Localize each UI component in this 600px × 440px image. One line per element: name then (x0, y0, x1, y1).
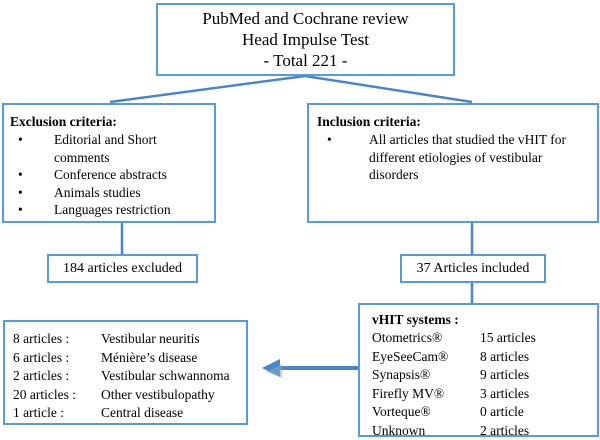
vhit-systems-title: vHIT systems : (372, 312, 459, 327)
included-count-box: 37 Articles included (400, 254, 546, 283)
inclusion-criteria-box: Inclusion criteria: • All articles that … (307, 103, 599, 223)
exclusion-criteria-box: Exclusion criteria: • Editorial and Shor… (2, 103, 216, 223)
diagnosis-count: 8 articles : (13, 331, 70, 346)
table-row: Vorteque® 0 article (372, 403, 593, 422)
bullet-icon: • (18, 202, 23, 217)
table-row: Unknown 2 articles (372, 422, 593, 440)
list-item-label: Animals studies (54, 184, 141, 200)
vhit-system-count: 8 articles (480, 348, 530, 364)
exclusion-criteria-list: • Editorial and Short comments • Confere… (10, 131, 208, 219)
vhit-system-count: 2 articles (480, 422, 530, 438)
list-item: • All articles that studied the vHIT for… (317, 131, 591, 184)
diagnoses-box: 8 articles : Vestibular neuritis 6 artic… (3, 320, 248, 425)
list-item: • Conference abstracts (10, 166, 208, 184)
table-row: Otometrics® 15 articles (372, 329, 593, 348)
excluded-count-box: 184 articles excluded (47, 254, 198, 283)
list-item: • Animals studies (10, 184, 208, 202)
diagnosis-label: Vestibular schwannoma (101, 368, 230, 383)
diagnosis-count: 1 article : (13, 405, 64, 420)
table-row: EyeSeeCam® 8 articles (372, 348, 593, 367)
diagnosis-count: 20 articles : (13, 386, 76, 402)
table-row: 6 articles : Ménière’s disease (13, 349, 242, 368)
vhit-system-name: EyeSeeCam® (372, 348, 449, 364)
diagnosis-count: 6 articles : (13, 349, 70, 365)
excluded-count-label: 184 articles excluded (63, 260, 182, 276)
connector-top-to-exclusion (109, 74, 306, 104)
table-row: 8 articles : Vestibular neuritis (13, 330, 242, 349)
vhit-system-name: Vorteque® (372, 404, 431, 419)
diagnosis-label: Ménière’s disease (101, 349, 198, 365)
vhit-system-name: Otometrics® (372, 330, 443, 345)
vhit-system-name: Synapsis® (372, 367, 431, 382)
source-line-3: - Total 221 - (263, 51, 348, 70)
table-row: 1 article : Central disease (13, 404, 242, 423)
vhit-system-count: 9 articles (480, 367, 530, 382)
table-row: Firefly MV® 3 articles (372, 385, 593, 404)
table-row: Synapsis® 9 articles (372, 366, 593, 385)
list-item: • Editorial and Short comments (10, 131, 208, 166)
bullet-icon: • (18, 167, 23, 182)
diagnosis-count: 2 articles : (13, 368, 70, 383)
table-row: 2 articles : Vestibular schwannoma (13, 367, 242, 386)
included-count-label: 37 Articles included (416, 260, 530, 276)
bullet-icon: • (18, 132, 23, 147)
diagnosis-label: Vestibular neuritis (101, 331, 200, 346)
bullet-icon: • (327, 132, 332, 147)
arrow-vhit-to-diagnoses (262, 359, 358, 378)
list-item: • Languages restriction (10, 201, 208, 219)
source-line-1: PubMed and Cochrane review (202, 9, 409, 28)
vhit-system-name: Unknown (372, 422, 426, 438)
inclusion-criteria-list: • All articles that studied the vHIT for… (317, 131, 591, 184)
vhit-system-name: Firefly MV® (372, 385, 445, 401)
inclusion-criteria-title: Inclusion criteria: (317, 114, 421, 129)
connector-top-to-inclusion (304, 74, 473, 104)
list-item-label: All articles that studied the vHIT for d… (369, 132, 566, 182)
diagnosis-label: Other vestibulopathy (101, 386, 215, 402)
source-box: PubMed and Cochrane review Head Impulse … (156, 3, 455, 76)
bullet-icon: • (18, 184, 23, 200)
exclusion-criteria-title: Exclusion criteria: (10, 114, 117, 129)
list-item-label: Conference abstracts (54, 167, 167, 182)
source-line-2: Head Impulse Test (242, 30, 369, 49)
vhit-system-count: 0 article (480, 404, 524, 419)
vhit-system-count: 3 articles (480, 385, 530, 401)
list-item-label: Editorial and Short comments (54, 132, 157, 165)
diagnosis-label: Central disease (101, 405, 184, 420)
table-row: 20 articles : Other vestibulopathy (13, 386, 242, 405)
list-item-label: Languages restriction (54, 202, 171, 217)
vhit-system-count: 15 articles (480, 330, 536, 345)
vhit-systems-box: vHIT systems : Otometrics® 15 articles E… (358, 303, 599, 440)
